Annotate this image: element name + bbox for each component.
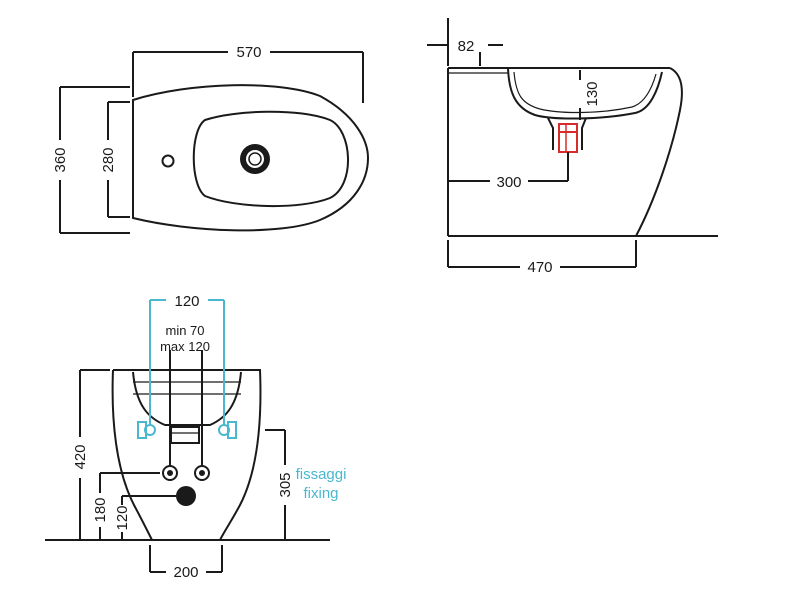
dim-200-label: 200 [173,564,198,581]
dim-120-label: 120 [174,293,199,310]
inlet-left-core [167,470,173,476]
fixing-label-it: fissaggi [296,466,347,483]
fixing-left [137,421,147,439]
front-drain-box [170,426,200,444]
min-label: min 70 [165,323,204,338]
front-drain-outlet [176,486,196,506]
dim-570-label: 570 [236,44,261,61]
dim-drain-120-label: 120 [114,505,131,530]
drain-ring [248,152,262,166]
dim-180-label: 180 [92,497,109,522]
dim-305-label: 305 [277,472,294,497]
dim-300-label: 300 [496,174,521,191]
side-bowl-outer [507,67,663,120]
dim-280-label: 280 [100,147,117,172]
side-drain-neck [547,117,587,150]
inlet-right-core [199,470,205,476]
top-view-outline [132,84,370,232]
dim-420-label: 420 [72,444,89,469]
side-outlet-red [558,123,578,153]
front-bowl [132,371,242,426]
front-view: 120 min 70 max 120 420 180 120 305 fissa… [45,293,346,581]
side-bowl-inner [513,71,657,114]
top-view-bowl [192,110,349,207]
front-body-outline [111,369,262,541]
fixing-label-en: fixing [303,485,338,502]
dim-130-label: 130 [584,81,601,106]
dim-82-label: 82 [458,38,475,55]
tap-hole [161,154,175,168]
side-view: 82 130 300 470 [427,18,718,276]
dim-360-label: 360 [52,147,69,172]
top-view: 570 360 280 [52,44,370,234]
dim-470-label: 470 [527,259,552,276]
side-front-curve [635,67,683,237]
max-label: max 120 [160,339,210,354]
